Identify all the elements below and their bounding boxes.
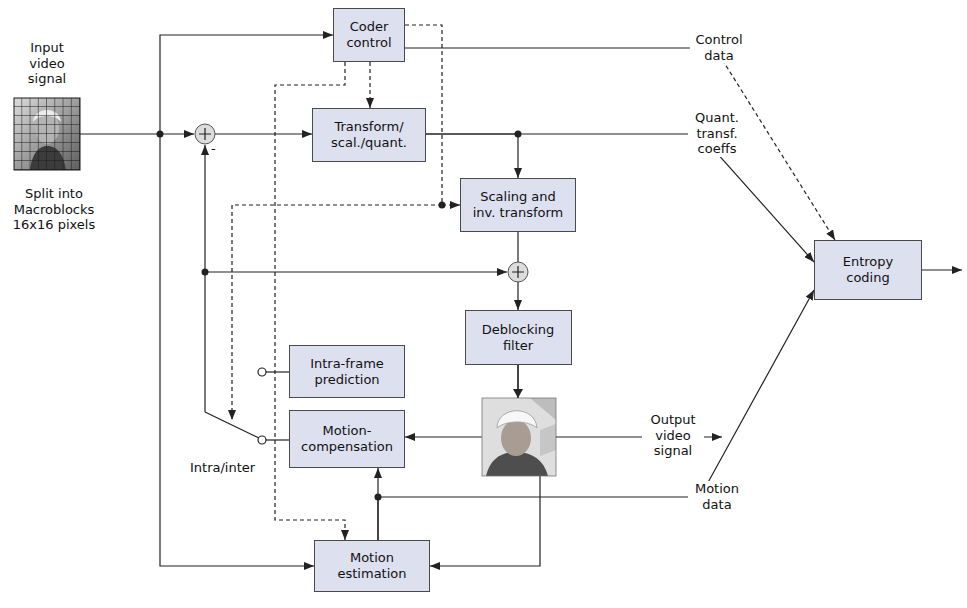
signal-connector (430, 365, 540, 566)
junction-dot (375, 494, 382, 501)
residual-wire (215, 133, 312, 134)
box-label: Motion- compensation (298, 423, 396, 454)
minus-sign: - (211, 141, 216, 157)
adder-symbol (508, 262, 528, 282)
process-box: Motion- compensation (289, 410, 405, 468)
frame-border (482, 398, 556, 476)
signal-wires (80, 35, 962, 566)
plus-symbol (512, 266, 524, 278)
signal-connector (405, 365, 518, 437)
box-label: Scaling and inv. transform (469, 189, 567, 220)
prediction-wire (205, 271, 507, 272)
signal-connector (426, 134, 518, 178)
box-label: Motion estimation (323, 550, 421, 581)
figure-hat (33, 110, 61, 122)
junction-dot (202, 269, 209, 276)
switch-contact (258, 436, 266, 444)
switch-contact (258, 368, 266, 376)
prediction-wire (204, 145, 205, 412)
process-box: Deblocking filter (465, 310, 572, 365)
figure-helmet (497, 411, 537, 428)
figure-face (35, 112, 59, 144)
frame-background (14, 98, 80, 170)
control-wire (232, 205, 442, 420)
output-label: Output video signal (642, 412, 704, 459)
wall-stripe (540, 424, 556, 456)
signal-connector (426, 134, 814, 262)
junction-dot (439, 202, 446, 209)
box-label: Entropy coding (823, 254, 913, 285)
switch-label: Intra/inter (190, 460, 255, 476)
plus-symbol (199, 128, 211, 140)
input-wire (80, 133, 194, 134)
inter-wire (266, 439, 289, 440)
frame-border (14, 98, 80, 170)
signal-connector (378, 290, 814, 540)
process-box: Transform/ scal./quant. (312, 108, 426, 162)
box-label: Intra-frame prediction (298, 356, 396, 387)
frame-background (482, 398, 556, 476)
signal-label: Quant. transf. coeffs (688, 110, 746, 157)
process-box: Entropy coding (814, 240, 922, 300)
junction-dot (157, 131, 164, 138)
signal-label: Motion data (688, 481, 746, 512)
input-frame (14, 98, 80, 170)
process-box: Coder control (333, 8, 405, 62)
box-label: Transform/ scal./quant. (321, 119, 417, 150)
figure-body (486, 452, 548, 476)
process-box: Motion estimation (314, 540, 430, 592)
signal-connector (405, 48, 835, 240)
switch-arm (205, 412, 259, 438)
caption-label: Split into Macroblocks 16x16 pixels (2, 186, 106, 233)
decoded-frame (482, 389, 556, 476)
box-label: Coder control (342, 19, 396, 50)
bitstream-wire (922, 269, 962, 270)
intra-wire (266, 371, 289, 372)
signal-label: Control data (690, 32, 748, 63)
input-wire (160, 35, 333, 134)
figure-face (501, 420, 531, 456)
box-label: Deblocking filter (474, 322, 563, 353)
wall-stripe (530, 398, 556, 420)
signal-connector (369, 62, 370, 108)
grid-overlay (14, 98, 80, 170)
connector-group (275, 25, 835, 566)
figure-body (30, 146, 66, 170)
input-label: Input video signal (17, 40, 77, 87)
process-box: Intra-frame prediction (289, 345, 405, 398)
signal-connector (517, 232, 518, 310)
junction-dot (515, 131, 522, 138)
arrow-head (513, 389, 523, 398)
process-box: Scaling and inv. transform (460, 178, 576, 232)
